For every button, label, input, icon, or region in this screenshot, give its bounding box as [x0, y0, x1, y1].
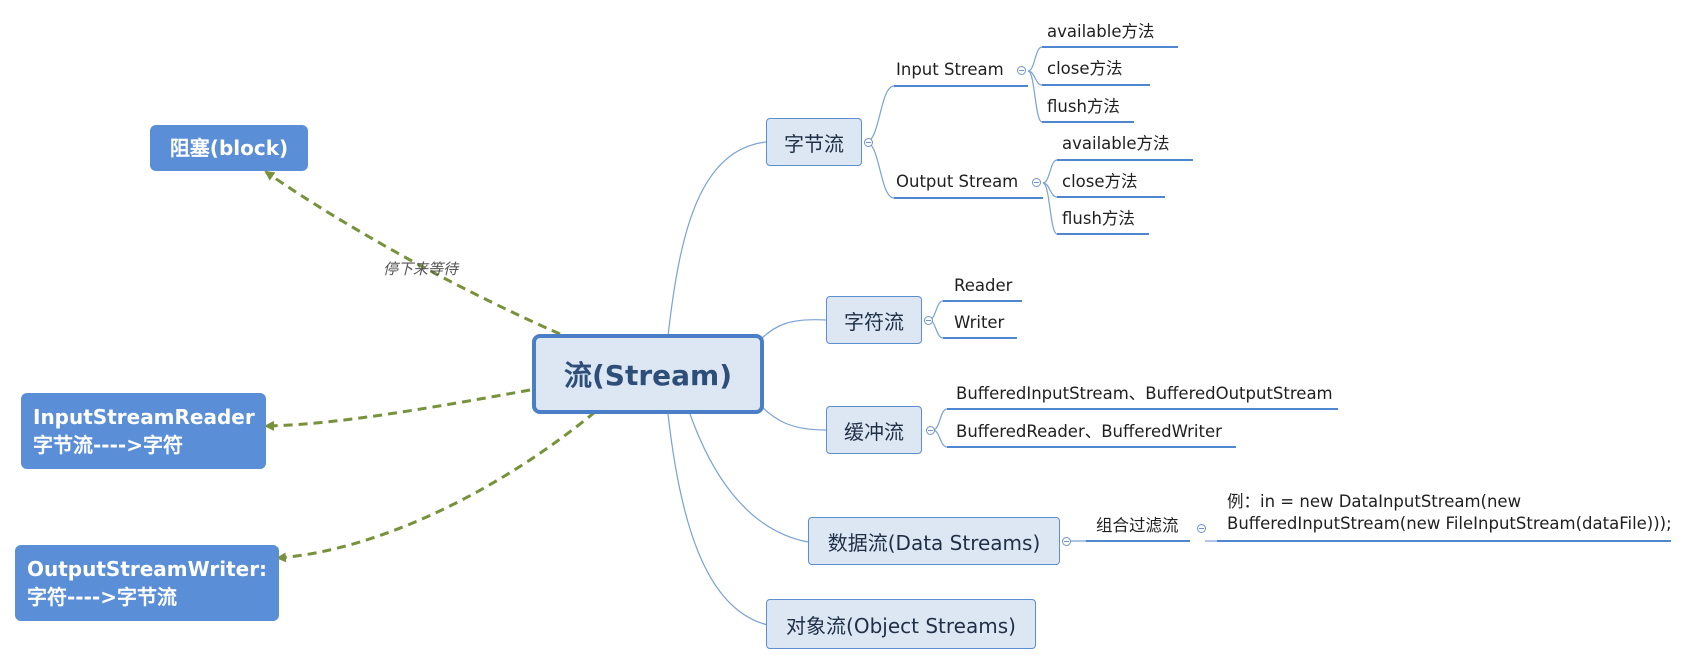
link-central-object [667, 413, 769, 626]
char-item-writer-label: Writer [954, 313, 1005, 332]
collapse-byte-stream-icon[interactable] [864, 138, 873, 147]
floating-topic-inputstreamreader[interactable]: InputStreamReader 字节流---->字符 [21, 393, 266, 469]
link-central-buffered [759, 404, 827, 431]
floating-topic-outputstreamwriter[interactable]: OutputStreamWriter: 字符---->字节流 [15, 545, 279, 621]
buffered-item-reader-writer[interactable]: BufferedReader、BufferedWriter [956, 421, 1222, 443]
input-item-close-label: close方法 [1047, 59, 1123, 78]
subtopic-output-stream-label: Output Stream [896, 172, 1019, 191]
floating-isr-line-1: InputStreamReader [33, 405, 255, 429]
link-input-item-3 [1027, 70, 1043, 123]
floating-topic-block-label: 阻塞(block) [169, 136, 289, 160]
collapse-input-stream-icon[interactable] [1017, 66, 1026, 75]
link-byte-input [865, 85, 895, 143]
subtopic-output-stream[interactable]: Output Stream [896, 171, 1018, 193]
buffered-item-reader-writer-label: BufferedReader、BufferedWriter [956, 422, 1222, 441]
collapse-output-stream-icon[interactable] [1032, 178, 1041, 187]
output-item-available[interactable]: available方法 [1062, 133, 1169, 155]
output-item-flush[interactable]: flush方法 [1062, 208, 1135, 230]
link-buffered-item-1 [932, 408, 948, 431]
output-item-close-label: close方法 [1062, 172, 1138, 191]
link-byte-output [865, 141, 895, 199]
subtopic-filter-stream-label: 组合过滤流 [1096, 516, 1179, 535]
input-item-available[interactable]: available方法 [1047, 21, 1154, 43]
floating-osw-line-2: 字符---->字节流 [27, 585, 177, 609]
buffered-item-streams-label: BufferedInputStream、BufferedOutputStream [956, 384, 1333, 403]
topic-byte-stream[interactable]: 字节流 [766, 118, 862, 166]
output-item-available-label: available方法 [1062, 134, 1170, 153]
topic-byte-stream-label: 字节流 [784, 131, 844, 156]
input-item-flush-label: flush方法 [1047, 97, 1120, 116]
input-item-available-label: available方法 [1047, 22, 1155, 41]
collapse-char-stream-icon[interactable] [924, 316, 933, 325]
filter-example[interactable]: 例：in = new DataInputStream(new BufferedI… [1227, 491, 1672, 535]
subtopic-filter-stream[interactable]: 组合过滤流 [1096, 515, 1179, 537]
input-item-flush[interactable]: flush方法 [1047, 96, 1120, 118]
central-topic[interactable]: 流(Stream) [532, 334, 764, 414]
output-item-flush-label: flush方法 [1062, 209, 1135, 228]
collapse-filter-stream-icon[interactable] [1197, 524, 1206, 533]
input-item-close[interactable]: close方法 [1047, 58, 1123, 80]
char-item-reader-label: Reader [954, 276, 1013, 295]
subtopic-input-stream-label: Input Stream [896, 60, 1004, 79]
relation-block-arrow [264, 170, 561, 336]
link-central-char [759, 319, 827, 341]
subtopic-input-stream[interactable]: Input Stream [896, 59, 1004, 81]
relation-osw-arrow [276, 410, 596, 563]
buffered-item-streams[interactable]: BufferedInputStream、BufferedOutputStream [956, 383, 1333, 405]
char-item-reader[interactable]: Reader [954, 275, 1012, 297]
collapse-data-stream-icon[interactable] [1062, 537, 1071, 546]
link-central-data [689, 413, 809, 543]
filter-example-line-1: 例：in = new DataInputStream(new [1227, 492, 1522, 511]
link-central-byte [667, 141, 767, 337]
link-buffered-item-2 [932, 429, 948, 448]
central-topic-label: 流(Stream) [563, 359, 732, 392]
topic-char-stream-label: 字符流 [844, 309, 904, 334]
relation-block-label: 停下来等待 [383, 260, 459, 278]
link-output-item-1 [1042, 159, 1058, 184]
topic-char-stream[interactable]: 字符流 [826, 296, 922, 344]
link-output-item-3 [1042, 182, 1058, 235]
relation-isr-arrow [264, 388, 531, 431]
topic-object-stream[interactable]: 对象流(Object Streams) [766, 599, 1036, 649]
topic-data-stream-label: 数据流(Data Streams) [827, 530, 1041, 555]
link-input-item-1 [1027, 46, 1043, 72]
topic-buffered-stream-label: 缓冲流 [844, 419, 904, 444]
floating-isr-line-2: 字节流---->字符 [33, 433, 183, 457]
topic-data-stream[interactable]: 数据流(Data Streams) [808, 517, 1060, 565]
char-item-writer[interactable]: Writer [954, 312, 1004, 334]
floating-topic-block[interactable]: 阻塞(block) [150, 125, 308, 171]
collapse-buffered-stream-icon[interactable] [926, 426, 935, 435]
topic-buffered-stream[interactable]: 缓冲流 [826, 406, 922, 454]
floating-osw-line-1: OutputStreamWriter: [27, 557, 268, 581]
topic-object-stream-label: 对象流(Object Streams) [786, 613, 1016, 638]
output-item-close[interactable]: close方法 [1062, 171, 1138, 193]
filter-example-line-2: BufferedInputStream(new FileInputStream(… [1227, 514, 1672, 533]
